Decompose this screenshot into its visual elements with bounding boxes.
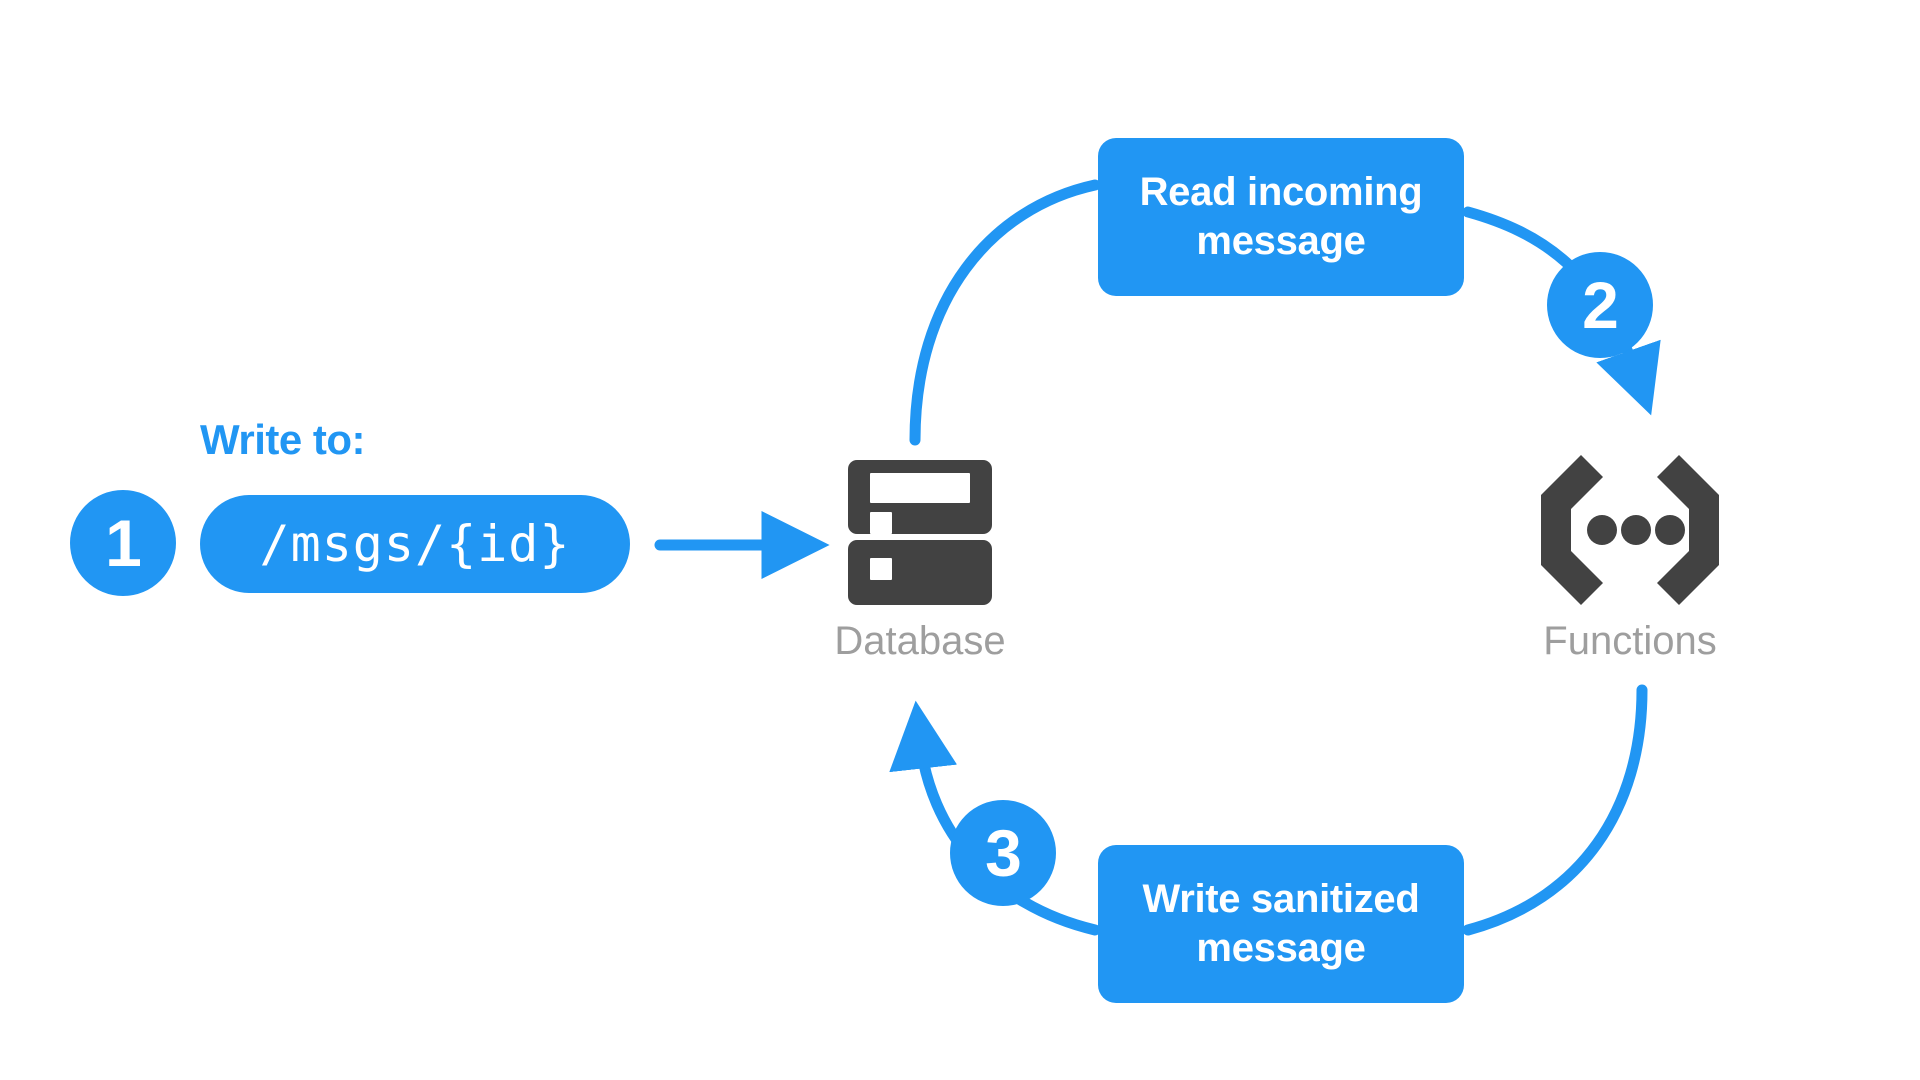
database-path-value: /msgs/{id}	[259, 515, 571, 573]
edge-functions-to-write	[1462, 684, 1648, 936]
action-box-read-text: Read incoming message	[1140, 168, 1423, 266]
database-path-pill[interactable]: /msgs/{id}	[200, 495, 630, 593]
action-box-read-line2: message	[1196, 219, 1366, 263]
action-box-write-sanitized-message[interactable]: Write sanitized message	[1098, 845, 1464, 1003]
action-box-write-line2: message	[1196, 926, 1366, 970]
action-box-read-line1: Read incoming	[1139, 170, 1423, 215]
write-to-label: Write to:	[200, 416, 366, 463]
action-box-write-line1: Write sanitized	[1142, 877, 1420, 922]
functions-braces-icon	[1541, 455, 1719, 605]
action-box-write-text: Write sanitized message	[1142, 875, 1419, 973]
action-box-read-incoming-message[interactable]: Read incoming message	[1098, 138, 1464, 296]
node-database[interactable]: Database	[820, 460, 1020, 664]
database-label: Database	[834, 619, 1006, 663]
step-badge-1: 1	[70, 490, 176, 596]
functions-label: Functions	[1543, 619, 1717, 663]
database-icon	[848, 460, 992, 605]
step-badge-2: 2	[1547, 252, 1653, 358]
step-badge-3: 3	[950, 800, 1056, 906]
edge-database-to-read	[909, 179, 1101, 446]
node-functions[interactable]: Functions	[1525, 455, 1735, 664]
